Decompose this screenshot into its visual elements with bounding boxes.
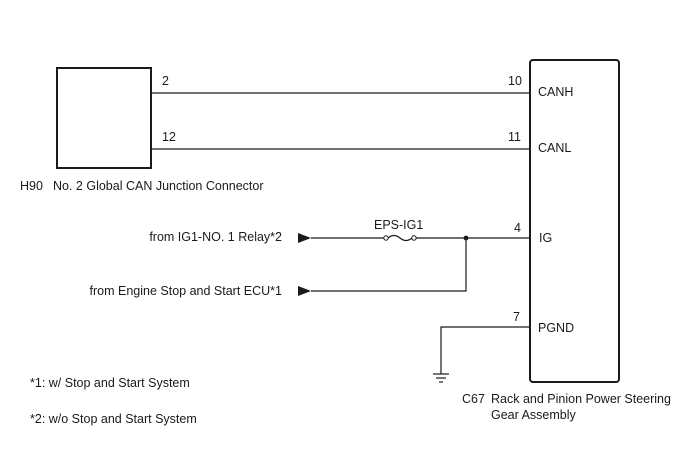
steering-pin-pgnd-label: PGND [538,321,574,335]
fuse-icon [383,234,417,242]
junction-pin-canl: 12 [162,130,176,144]
pgnd-wire [440,326,530,374]
steering-pin-ig-label: IG [539,231,552,245]
steering-gear-code: C67 [462,392,485,406]
junction-connector-name: No. 2 Global CAN Junction Connector [53,179,264,193]
footnote-2: *2: w/o Stop and Start System [30,412,197,426]
relay-arrow-icon [298,233,311,243]
relay-source-label: from IG1-NO. 1 Relay*2 [149,230,282,244]
ecu-arrow-icon [298,286,311,296]
steering-pin-canl-number: 11 [508,130,521,144]
ecu-source-label: from Engine Stop and Start ECU*1 [90,284,283,298]
junction-pin-canh: 2 [162,74,169,88]
steering-pin-canh-label: CANH [538,85,573,99]
ecu-wire [311,238,467,292]
steering-pin-ig-number: 4 [514,221,521,235]
footnote-1: *1: w/ Stop and Start System [30,376,190,390]
steering-gear-name-line2: Gear Assembly [491,408,577,422]
steering-pin-canh-number: 10 [508,74,522,88]
junction-connector-box [56,67,152,169]
steering-gear-name-line1: Rack and Pinion Power Steering [491,392,671,406]
steering-pin-pgnd-number: 7 [513,310,520,324]
fuse-label: EPS-IG1 [374,218,423,232]
steering-gear-box [529,59,620,383]
ground-icon [433,373,449,383]
junction-connector-code: H90 [20,179,43,193]
steering-pin-canl-label: CANL [538,141,571,155]
